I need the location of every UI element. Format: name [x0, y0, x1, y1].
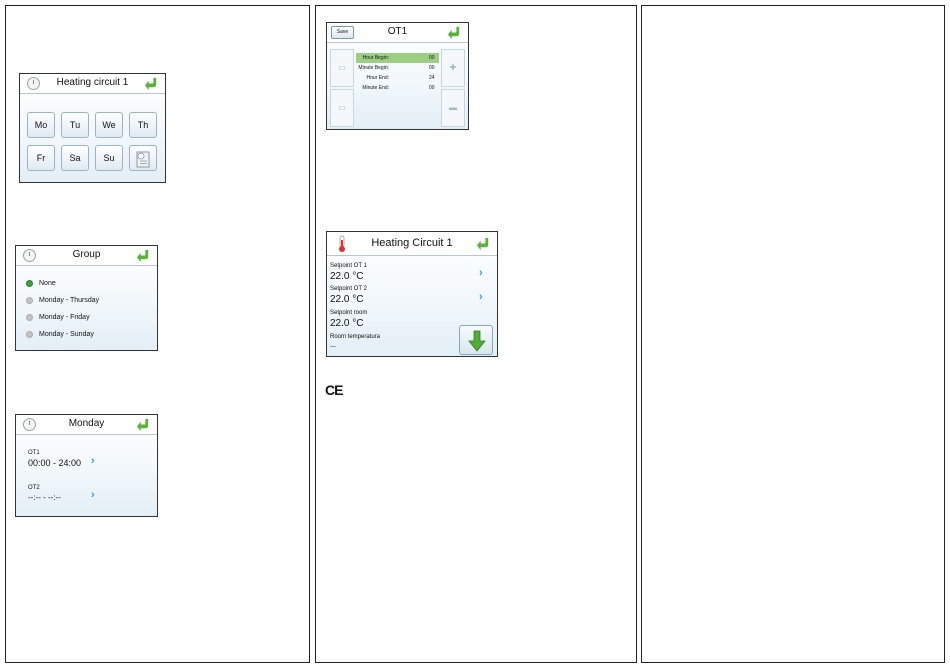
screen-title: Heating Circuit 1	[371, 237, 453, 249]
setpoint-ot2-label: Setpoint OT 2	[330, 286, 367, 292]
ot1-fields: Hour Begin:00 Minute Begin:00 Hour End:2…	[356, 53, 439, 98]
group-option-mon-fri[interactable]: Monday - Friday	[26, 312, 90, 324]
screen-title: OT1	[387, 26, 408, 37]
save-button[interactable]: Save	[331, 26, 354, 39]
field-hour-end[interactable]: Hour End:24	[366, 75, 435, 81]
ot1-chevron-right-icon[interactable]: ›	[91, 455, 95, 467]
group-settings-button[interactable]	[129, 145, 157, 171]
back-arrow-icon[interactable]	[144, 76, 159, 91]
day-button-su[interactable]: Su	[95, 145, 123, 171]
monday-screen: Monday OT1 00:00 - 24:00 › OT2 --:-- - -…	[15, 414, 158, 517]
clock-icon	[27, 77, 40, 90]
day-button-mo[interactable]: Mo	[27, 112, 55, 138]
screen-header: Heating Circuit 1	[327, 232, 497, 256]
setpoint-ot1-chevron-right-icon[interactable]: ›	[479, 267, 483, 279]
plus-icon: ✚	[449, 63, 457, 72]
day-button-tu[interactable]: Tu	[61, 112, 89, 138]
setpoint-ot2-value[interactable]: 22.0 °C	[330, 294, 364, 305]
setpoint-ot2-chevron-right-icon[interactable]: ›	[479, 291, 483, 303]
group-option-none[interactable]: None	[26, 278, 56, 290]
screen-title: Heating circuit 1	[56, 77, 129, 88]
group-screen: Group None Monday - Thursday Monday - Fr…	[15, 245, 158, 351]
middle-column: Save OT1 ▭ ▭ ✚ ▬ Hour Begin:00 Minute Be…	[315, 5, 637, 663]
radio-icon	[26, 313, 33, 321]
ot2-chevron-right-icon[interactable]: ›	[91, 489, 95, 501]
screen-header: Heating circuit 1	[20, 74, 165, 94]
screen-header: Save OT1	[327, 23, 468, 43]
ot1-time-range[interactable]: 00:00 - 24:00	[28, 458, 82, 468]
back-arrow-icon[interactable]	[136, 417, 151, 432]
day-button-sa[interactable]: Sa	[61, 145, 89, 171]
back-arrow-icon[interactable]	[476, 236, 491, 251]
group-option-mon-sun[interactable]: Monday - Sunday	[26, 329, 94, 341]
minus-icon: ▬	[449, 103, 457, 112]
weekday-screen: Heating circuit 1 Mo Tu We Th Fr Sa Su	[19, 73, 166, 183]
arrow-down-icon: ▭	[338, 103, 346, 112]
setpoint-room-value[interactable]: 22.0 °C	[330, 318, 364, 329]
screen-header: Monday	[16, 415, 157, 435]
back-arrow-icon[interactable]	[447, 25, 462, 40]
scroll-down-button[interactable]	[459, 325, 493, 355]
ce-mark: CE	[325, 382, 343, 398]
heating-circuit-screen: Heating Circuit 1 Setpoint OT 1 22.0 °C …	[326, 231, 498, 357]
arrow-down-icon	[468, 330, 486, 352]
field-minute-end[interactable]: Minute End:00	[362, 85, 435, 91]
screen-title: Monday	[68, 418, 105, 429]
field-minute-begin[interactable]: Minute Begin:00	[358, 65, 435, 71]
radio-selected-icon	[26, 279, 33, 287]
field-hour-begin[interactable]: Hour Begin:00	[356, 53, 439, 63]
arrow-up-icon: ▭	[338, 63, 346, 72]
back-arrow-icon[interactable]	[136, 248, 151, 263]
ot1-label: OT1	[28, 450, 40, 456]
group-option-mon-thu[interactable]: Monday - Thursday	[26, 295, 99, 307]
increment-button[interactable]: ✚	[441, 49, 465, 87]
ot2-time-range[interactable]: --:-- - --:--	[28, 493, 61, 502]
radio-icon	[26, 330, 33, 338]
room-temp-label: Room temperatura	[330, 334, 381, 340]
screen-header: Group	[16, 246, 157, 266]
clock-icon	[23, 418, 36, 431]
scroll-down-button[interactable]: ▭	[330, 89, 354, 127]
right-column	[641, 5, 945, 663]
day-button-we[interactable]: We	[95, 112, 123, 138]
thermometer-icon	[339, 235, 345, 252]
scroll-up-button[interactable]: ▭	[330, 49, 354, 87]
ot2-label: OT2	[28, 485, 40, 491]
setpoint-room-label: Setpoint room	[330, 310, 368, 316]
clock-icon	[23, 249, 36, 262]
setpoint-ot1-label: Setpoint OT 1	[330, 263, 367, 269]
decrement-button[interactable]: ▬	[441, 89, 465, 127]
left-column: Heating circuit 1 Mo Tu We Th Fr Sa Su G…	[5, 5, 310, 663]
ot1-screen: Save OT1 ▭ ▭ ✚ ▬ Hour Begin:00 Minute Be…	[326, 22, 469, 130]
day-button-th[interactable]: Th	[129, 112, 157, 138]
setpoint-ot1-value[interactable]: 22.0 °C	[330, 271, 364, 282]
screen-title: Group	[72, 249, 101, 260]
clipboard-icon	[136, 151, 150, 168]
day-button-fr[interactable]: Fr	[27, 145, 55, 171]
radio-icon	[26, 296, 33, 304]
room-temp-value: ---	[330, 344, 336, 350]
